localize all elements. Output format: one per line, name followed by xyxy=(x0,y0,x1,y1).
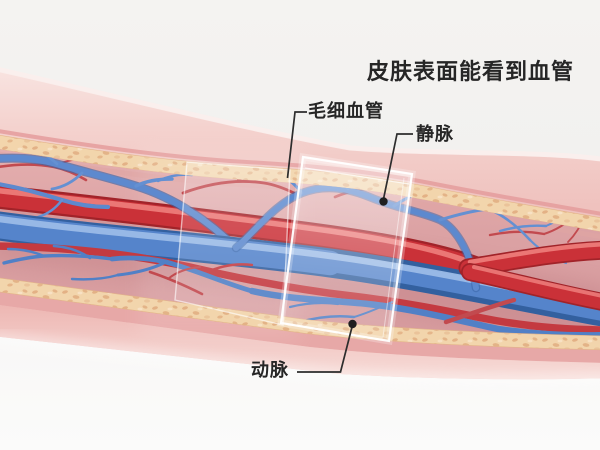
highlight-box-right xyxy=(277,152,416,346)
highlight-box-left xyxy=(174,161,291,326)
artery-pointer-dot xyxy=(348,319,357,329)
capillary-label: 毛细血管 xyxy=(308,101,384,122)
dermis-band-bottom xyxy=(0,292,600,363)
vein-pointer-dot xyxy=(379,197,388,206)
vein-label: 静脉 xyxy=(416,124,454,145)
artery-leader-line xyxy=(297,326,353,373)
artery-label: 动脉 xyxy=(251,360,289,381)
vein-leader-line xyxy=(382,133,413,200)
artery-branches xyxy=(458,240,600,312)
page-title: 皮肤表面能看到血管 xyxy=(367,60,575,85)
capillary-leader-line xyxy=(286,111,307,179)
annotation-lines xyxy=(286,111,413,373)
